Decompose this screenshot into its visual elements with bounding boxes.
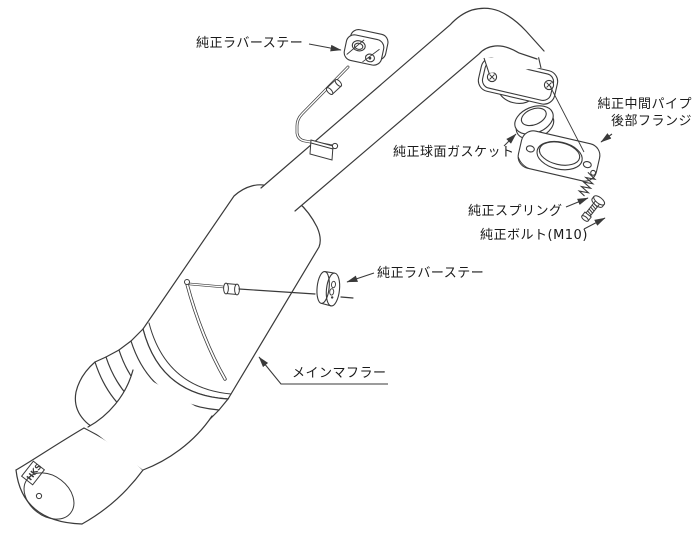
exhaust-tip: HKS — [15, 427, 144, 525]
rod-bracket — [309, 139, 339, 161]
arrow-spring — [565, 197, 589, 208]
arrow-main-muffler — [258, 356, 388, 385]
label-spherical-gasket: 純正球面ガスケット — [393, 145, 515, 160]
label-mid-pipe-flange-line2: 後部フランジ — [610, 114, 692, 129]
arrow-rubber-stay-mid — [346, 272, 375, 283]
spring-part — [577, 169, 597, 197]
arrow-bolt — [583, 217, 606, 230]
main-pipe — [260, 7, 545, 212]
label-main-muffler: メインマフラー — [292, 366, 387, 381]
rubber-stay-mid-part — [316, 271, 341, 307]
leader-arrows — [258, 43, 613, 385]
label-rubber-stay-top: 純正ラバーステー — [196, 36, 304, 51]
label-spring: 純正スプリング — [468, 204, 563, 219]
tip-rivet — [35, 492, 43, 500]
label-rubber-stay-mid: 純正ラバーステー — [377, 266, 485, 281]
bolt-part — [581, 195, 606, 222]
spherical-gasket-part — [514, 105, 555, 140]
rod-ferrule-mid — [223, 282, 240, 296]
flange-bolt-right — [543, 79, 555, 91]
arrow-rear-flange — [600, 133, 613, 143]
hanger-rod-mid — [184, 279, 354, 381]
label-mid-pipe-flange-line1: 純正中間パイプ — [597, 97, 692, 112]
rod-ferrule-upper — [325, 79, 343, 95]
hanger-rod-upper — [295, 65, 350, 161]
assembly-alignment-line — [549, 85, 585, 153]
tail-pipe — [87, 369, 213, 471]
arrow-gasket — [503, 133, 517, 147]
rear-flange-part — [517, 130, 601, 182]
rubber-stay-top-part — [343, 29, 389, 66]
flange-bolt-left — [486, 71, 498, 83]
muffler-body — [74, 184, 321, 438]
arrow-rubber-stay-top — [308, 43, 342, 52]
label-bolt: 純正ボルト(M10) — [480, 228, 588, 243]
